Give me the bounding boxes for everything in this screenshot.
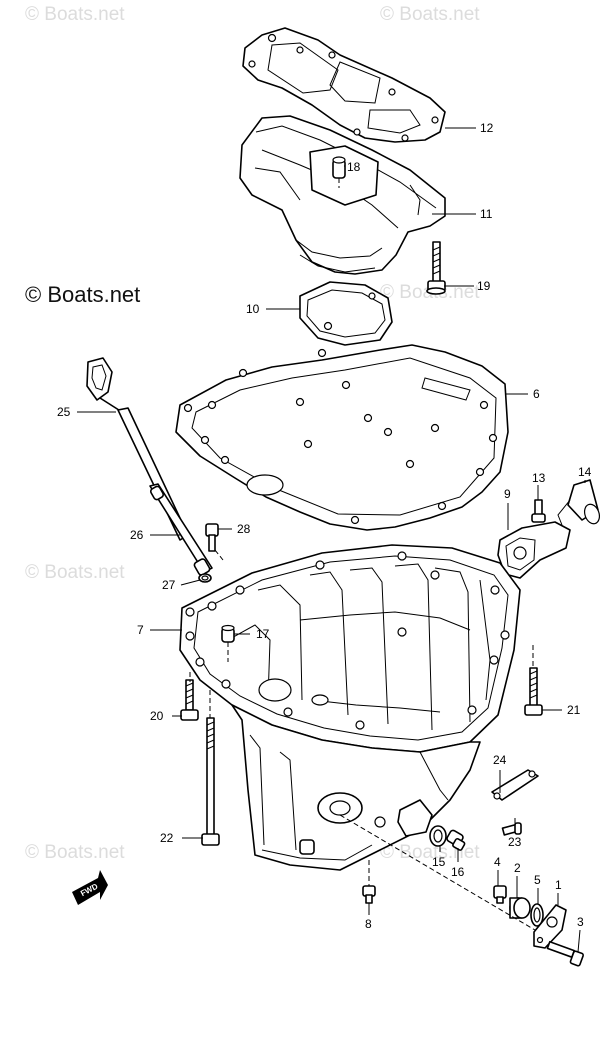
oil-pan-7 — [179, 544, 521, 871]
callout-23[interactable]: 23 — [508, 835, 522, 849]
callout-16[interactable]: 16 — [451, 865, 465, 879]
callout-6[interactable]: 6 — [533, 387, 540, 401]
bolt-21 — [524, 645, 543, 716]
callout-15[interactable]: 15 — [432, 855, 446, 869]
gasket-10 — [299, 281, 393, 346]
callouts: 12 18 11 19 10 6 25 13 14 9 26 28 27 7 1… — [57, 121, 592, 931]
dowel-17 — [221, 624, 235, 662]
callout-28[interactable]: 28 — [237, 522, 251, 536]
callout-25[interactable]: 25 — [57, 405, 71, 419]
fitting-9 — [497, 521, 571, 579]
callout-24[interactable]: 24 — [493, 753, 507, 767]
bolt-22 — [201, 690, 220, 846]
hose-fitting-14 — [557, 479, 600, 526]
cap-2 — [509, 897, 531, 919]
callout-13[interactable]: 13 — [532, 471, 546, 485]
bolt-20 — [180, 672, 199, 721]
gasket-6 — [175, 344, 509, 531]
callout-20[interactable]: 20 — [150, 709, 164, 723]
callout-5[interactable]: 5 — [534, 873, 541, 887]
bracket-24 — [491, 769, 539, 801]
bolt-13 — [531, 499, 546, 523]
callout-18[interactable]: 18 — [347, 160, 361, 174]
drain-axis-line — [339, 814, 536, 931]
dipstick-guide-26 — [149, 483, 213, 576]
watermarks: © Boats.net © Boats.net © Boats.net © Bo… — [25, 4, 480, 863]
watermark-bottom-left: © Boats.net — [25, 842, 125, 863]
bolt-4 — [493, 885, 507, 904]
o-ring-15 — [429, 825, 447, 847]
callout-27[interactable]: 27 — [162, 578, 176, 592]
callout-2[interactable]: 2 — [514, 861, 521, 875]
bolt-28 — [205, 523, 224, 561]
plug-16 — [446, 829, 466, 851]
callout-19[interactable]: 19 — [477, 279, 491, 293]
leader-lines — [77, 127, 586, 953]
callout-26[interactable]: 26 — [130, 528, 144, 542]
drain-bolt-8 — [362, 860, 376, 904]
callout-1[interactable]: 1 — [555, 878, 562, 892]
callout-17[interactable]: 17 — [256, 627, 270, 641]
brand-watermark: © Boats.net — [25, 282, 140, 307]
gasket-12 — [242, 27, 446, 143]
callout-9[interactable]: 9 — [504, 487, 511, 501]
callout-4[interactable]: 4 — [494, 855, 501, 869]
watermark-bottom-right: © Boats.net — [380, 842, 480, 863]
callout-21[interactable]: 21 — [567, 703, 581, 717]
callout-22[interactable]: 22 — [160, 831, 174, 845]
callout-7[interactable]: 7 — [137, 623, 144, 637]
callout-3[interactable]: 3 — [577, 915, 584, 929]
bolt-23 — [501, 822, 522, 836]
watermark-top-left: © Boats.net — [25, 4, 125, 25]
callout-11[interactable]: 11 — [480, 207, 493, 221]
bolt-19 — [426, 241, 446, 295]
callout-12[interactable]: 12 — [480, 121, 494, 135]
callout-8[interactable]: 8 — [365, 917, 372, 931]
watermark-top-right: © Boats.net — [380, 4, 480, 25]
o-ring-5 — [530, 903, 544, 927]
bolt-3 — [546, 940, 584, 967]
washer-27 — [198, 573, 212, 583]
callout-14[interactable]: 14 — [578, 465, 592, 479]
fwd-arrow-icon: FWD — [72, 870, 108, 905]
strainer-housing-11 — [239, 115, 446, 275]
callout-10[interactable]: 10 — [246, 302, 260, 316]
watermark-left-middle: © Boats.net — [25, 562, 125, 583]
cover-1 — [533, 904, 567, 949]
